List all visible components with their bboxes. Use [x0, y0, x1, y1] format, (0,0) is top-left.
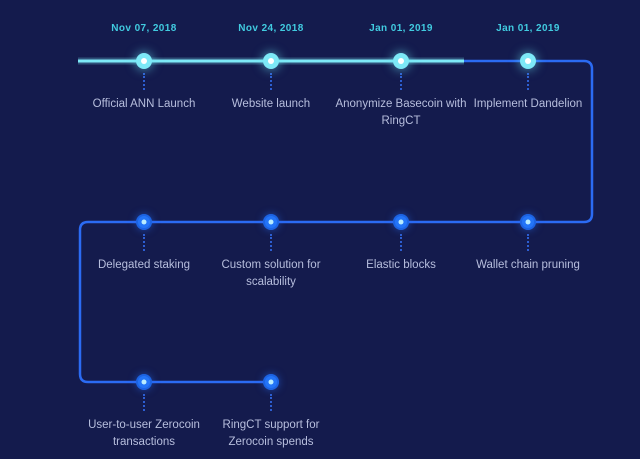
- milestone-date: Jan 01, 2019: [369, 23, 433, 34]
- milestone-anonymize-basecoin: Jan 01, 2019 Anonymize Basecoin with Rin…: [321, 23, 481, 130]
- dotted-connector: [270, 394, 272, 411]
- dotted-connector: [143, 394, 145, 411]
- milestone-dot-upcoming: [136, 214, 152, 230]
- milestone-ringct-zerocoin-spends: RingCT support for Zerocoin spends: [191, 374, 351, 451]
- milestone-label: Elastic blocks: [366, 259, 436, 271]
- dotted-connector: [527, 234, 529, 251]
- dotted-connector: [400, 234, 402, 251]
- milestone-label: User-to-user Zerocoin transactions: [88, 419, 200, 448]
- dotted-connector: [143, 73, 145, 90]
- milestone-label: Implement Dandelion: [473, 98, 583, 110]
- milestone-date: Jan 01, 2019: [496, 23, 560, 34]
- milestone-label: Official ANN Launch: [92, 98, 196, 110]
- dotted-connector: [143, 234, 145, 251]
- dotted-connector: [270, 234, 272, 251]
- dotted-connector: [400, 73, 402, 90]
- dotted-connector: [270, 73, 272, 90]
- milestone-elastic-blocks: Elastic blocks: [321, 214, 481, 274]
- milestone-dot-completed: [136, 53, 152, 69]
- milestone-date: Nov 24, 2018: [238, 23, 304, 34]
- milestone-label: Custom solution for scalability: [221, 259, 321, 288]
- milestone-wallet-chain-pruning: Wallet chain pruning: [448, 214, 608, 274]
- milestone-user-to-user-zerocoin: User-to-user Zerocoin transactions: [64, 374, 224, 451]
- milestone-dot-upcoming: [263, 214, 279, 230]
- milestone-website-launch: Nov 24, 2018 Website launch: [191, 23, 351, 113]
- dotted-connector: [527, 73, 529, 90]
- milestone-delegated-staking: Delegated staking: [64, 214, 224, 274]
- milestone-dot-upcoming: [263, 374, 279, 390]
- milestone-dot-completed: [263, 53, 279, 69]
- milestone-label: Wallet chain pruning: [476, 259, 580, 271]
- milestone-date: Nov 07, 2018: [111, 23, 177, 34]
- milestone-implement-dandelion: Jan 01, 2019 Implement Dandelion: [448, 23, 608, 113]
- milestone-dot-upcoming: [393, 214, 409, 230]
- milestone-dot-completed: [520, 53, 536, 69]
- milestone-label: Anonymize Basecoin with RingCT: [335, 98, 467, 127]
- milestone-dot-upcoming: [520, 214, 536, 230]
- milestone-label: Delegated staking: [97, 259, 191, 271]
- milestone-label: RingCT support for Zerocoin spends: [222, 419, 320, 448]
- milestone-dot-upcoming: [136, 374, 152, 390]
- milestone-official-ann-launch: Nov 07, 2018 Official ANN Launch: [64, 23, 224, 113]
- milestone-dot-completed: [393, 53, 409, 69]
- milestone-custom-solution-scalability: Custom solution for scalability: [191, 214, 351, 291]
- milestone-label: Website launch: [231, 98, 311, 110]
